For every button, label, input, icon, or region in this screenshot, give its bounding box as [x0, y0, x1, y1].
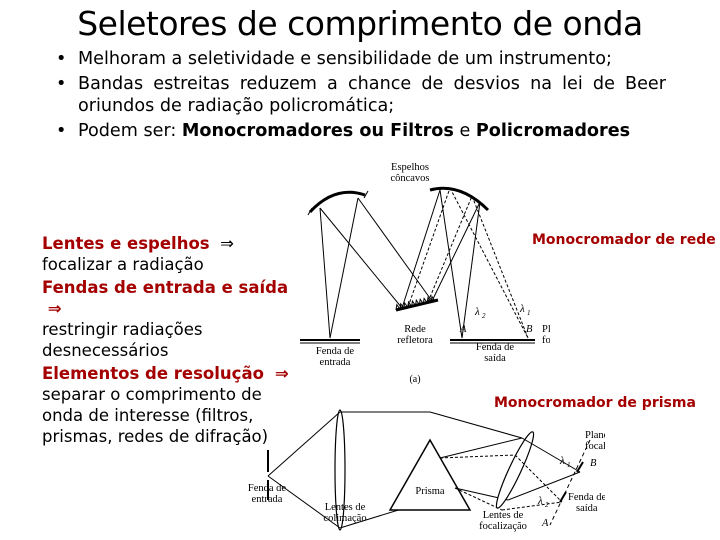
label-lambda2: λ [474, 306, 480, 318]
bullet-item: • Bandas estreitas reduzem a chance de de… [56, 73, 666, 117]
label-focal-plane-2: focal [585, 441, 605, 452]
label-lambda1-sub: 1 [567, 461, 571, 469]
caption-prism-monochromator: Monocromador de prisma [494, 395, 696, 411]
label-lambda1: λ [559, 455, 565, 467]
note-slits-label: Fendas de entrada e saída [42, 278, 289, 297]
label-collimating-lens: Lentes de [325, 502, 366, 513]
label-focal-plane: Plano [585, 430, 605, 441]
bullet-bold-1: Monocromadores ou Filtros [181, 121, 454, 141]
ray-dashed [471, 195, 529, 339]
bullet-text-mid: e [453, 121, 476, 141]
bullet-item: • Melhoram a seletividade e sensibilidade… [56, 48, 666, 70]
label-A: A [459, 324, 467, 335]
implies-icon: ⇒ [42, 299, 62, 318]
bullet-dot: • [56, 121, 67, 141]
note-slits-text: restringir radiações desnecessários [42, 320, 203, 360]
bullet-dot: • [56, 74, 67, 94]
focusing-lens [495, 431, 535, 509]
note-resolution-text: separar o comprimento de onda de interes… [42, 385, 269, 446]
ray [357, 197, 433, 302]
label-entrance-slit: Fenda de [316, 346, 355, 357]
ray-dashed [407, 187, 451, 308]
concave-mirror-left [308, 190, 366, 214]
caption-grating-monochromator: Monocromador de rede [532, 232, 716, 248]
ray [461, 201, 481, 339]
bullet-dot: • [56, 49, 67, 69]
ray [319, 207, 331, 339]
ray-dashed [427, 195, 473, 303]
ray-dashed [501, 501, 563, 511]
bullet-list: • Melhoram a seletividade e sensibilidade… [56, 48, 666, 145]
label-lambda2-sub: 2 [482, 312, 486, 320]
ray [267, 475, 341, 529]
focal-plane-line [549, 439, 591, 526]
label-entrance-slit-text: Fenda de entrada [247, 483, 287, 505]
ray [439, 437, 523, 459]
label-lambda1-sub: 1 [527, 309, 531, 317]
bullet-text-prefix: Podem ser: [78, 121, 182, 141]
page-title: Seletores de comprimento de onda [77, 4, 643, 43]
label-grating: Rede [404, 324, 426, 335]
ray [429, 411, 523, 439]
prism-monochromator-diagram: Fenda de Lentes de colimação Prisma Lent… [267, 409, 605, 532]
ray [329, 197, 359, 339]
label-exit-slit-2: saída [576, 503, 598, 514]
ray [401, 189, 441, 309]
note-resolution: Elementos de resolução ⇒ separar o compr… [42, 363, 304, 447]
implies-icon: ⇒ [269, 364, 289, 383]
note-lenses-text: focalizar a radiação [42, 255, 204, 274]
note-slits: Fendas de entrada e saída ⇒ restringir r… [42, 277, 304, 361]
grating-monochromator-diagram: Espelhos côncavos Rede refletora Fenda d… [300, 162, 550, 385]
implies-icon: ⇒ [214, 234, 234, 253]
label-mirrors: Espelhos [391, 162, 429, 173]
note-resolution-label: Elementos de resolução [42, 364, 264, 383]
ray [431, 201, 481, 302]
exit-slit-mark [559, 491, 567, 503]
label-A: A [541, 518, 549, 529]
label-focal-plane: Plano [542, 324, 550, 335]
label-collimating-lens-2: colimação [323, 513, 366, 524]
label-grating-2: refletora [397, 335, 433, 346]
ray [267, 411, 341, 477]
bullet-text: Melhoram a seletividade e sensibilidade … [78, 49, 612, 69]
label-exit-slit: Fenda de [476, 342, 515, 353]
note-lenses-label: Lentes e espelhos [42, 234, 210, 253]
ray [339, 507, 406, 529]
bullet-bold-2: Policromadores [475, 121, 631, 141]
label-B: B [590, 458, 597, 469]
ray [521, 437, 581, 473]
label-entrance-slit-b: Fenda de entrada [238, 483, 296, 505]
ray-dashed [449, 187, 529, 339]
grating-grooves [395, 295, 436, 311]
note-lenses: Lentes e espelhos ⇒ focalizar a radiação [42, 233, 304, 275]
ray-dashed [454, 487, 503, 511]
ray [319, 207, 403, 309]
label-lambda1: λ [519, 303, 525, 315]
label-lambda2: λ [537, 495, 543, 507]
label-B: B [526, 324, 533, 335]
label-prism: Prisma [415, 486, 445, 497]
label-mirrors-2: côncavos [390, 173, 429, 184]
exit-slit-mark [576, 461, 584, 473]
prism [388, 438, 472, 511]
mirror-mount [307, 190, 369, 216]
label-exit-slit-2: saída [484, 353, 506, 364]
label-focal-plane-2: focal [542, 335, 550, 346]
label-focusing-lens-2: focalização [479, 521, 527, 532]
label-exit-slit: Fenda de [568, 492, 605, 503]
collimating-lens [334, 409, 346, 531]
label-entrance-slit-2: entrada [320, 357, 351, 368]
label-focusing-lens: Lentes de [483, 510, 524, 521]
ray-dashed [514, 454, 563, 503]
label-a-tag: (a) [409, 374, 420, 385]
ray [507, 471, 581, 501]
ray [439, 189, 463, 339]
label-lambda2-sub: 2 [545, 501, 549, 509]
left-notes: Lentes e espelhos ⇒ focalizar a radiação… [42, 233, 304, 447]
bullet-text: Bandas estreitas reduzem a chance de des… [78, 74, 666, 116]
concave-mirror-right [429, 186, 490, 212]
bullet-item: •Podem ser: Monocromadores ou Filtros e … [56, 120, 666, 142]
ray-dashed [439, 454, 516, 459]
